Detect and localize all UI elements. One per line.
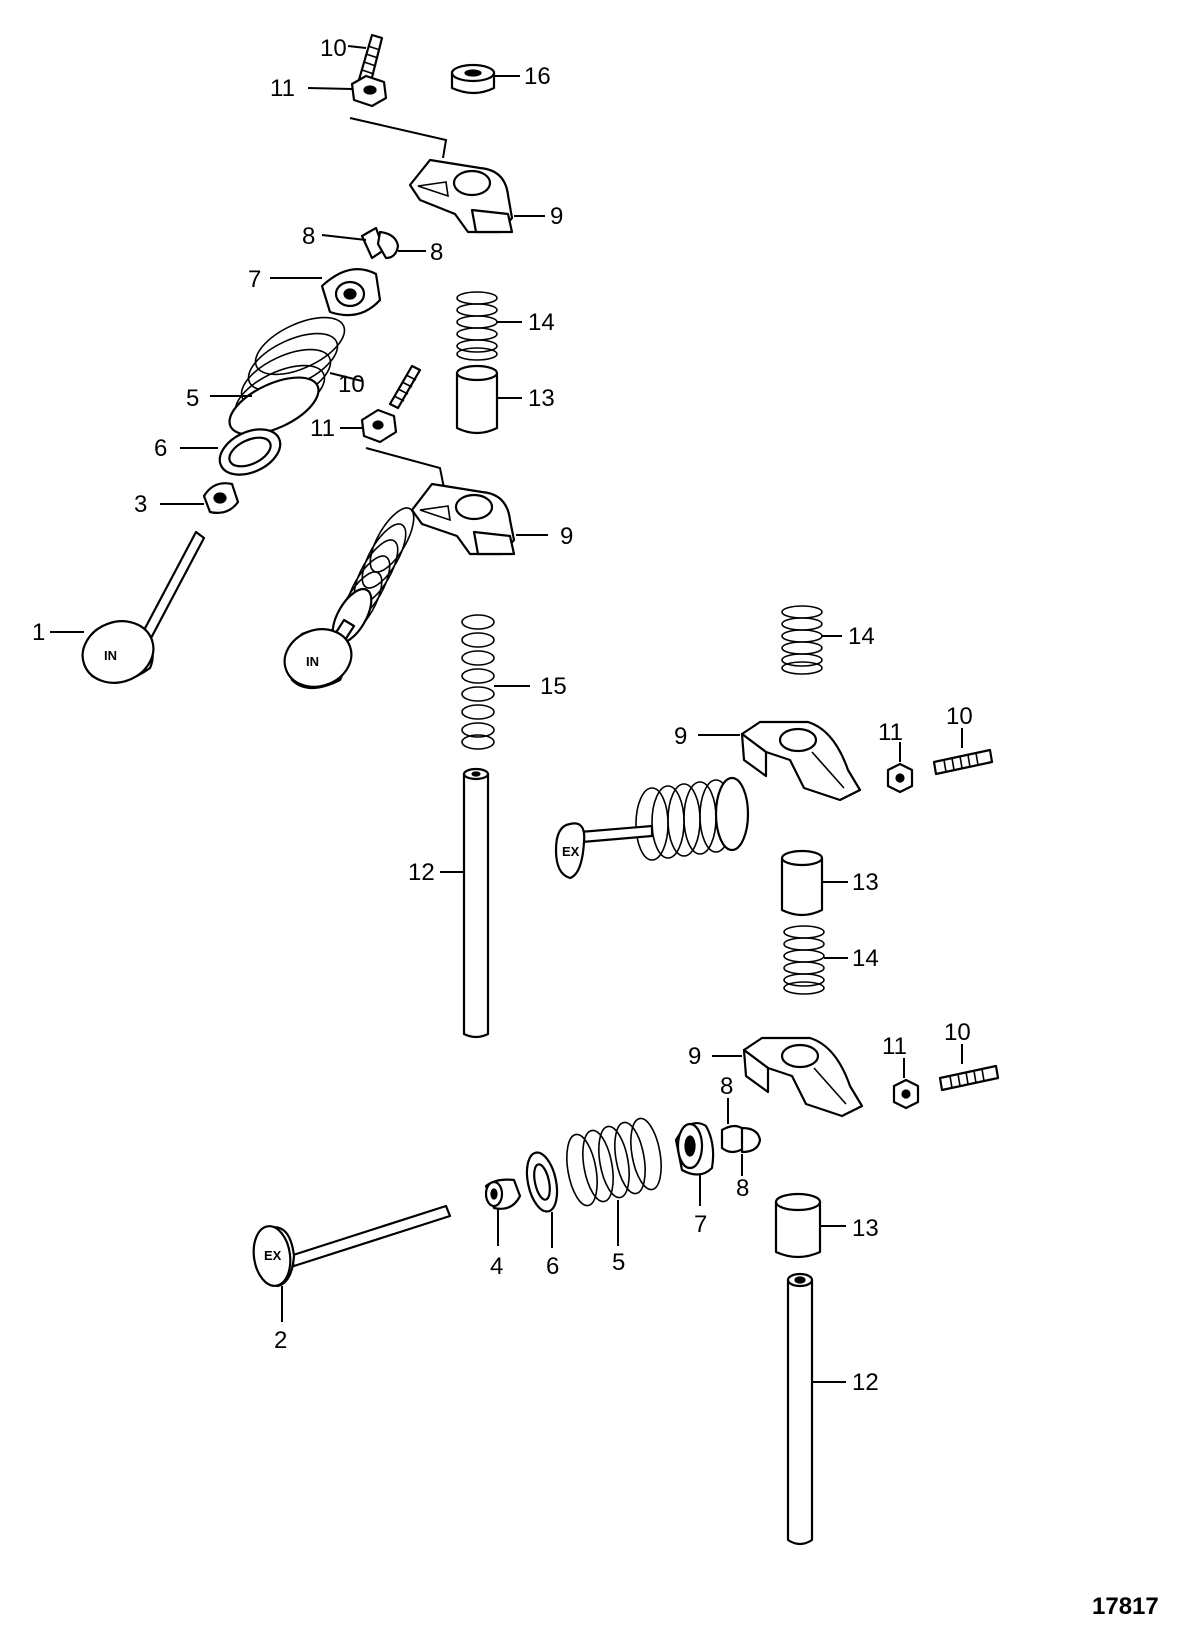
pushrod-upper [440, 767, 490, 1039]
rocker-arm-right-upper [698, 720, 862, 802]
rocker-arm-middle [410, 482, 548, 556]
callout-11: 11 [310, 415, 335, 442]
adjusting-screw-right-lower [938, 1044, 1000, 1092]
callout-8: 8 [430, 239, 443, 266]
callout-4: 4 [490, 1253, 503, 1280]
pushrod-lower [786, 1272, 846, 1546]
exhaust-valve-assembled: EX [554, 776, 750, 880]
callout-9: 9 [550, 203, 563, 230]
callout-10: 10 [338, 371, 365, 398]
lifter-spring-top [456, 291, 522, 361]
callout-8: 8 [302, 223, 315, 250]
assembly-line-top [349, 117, 448, 159]
callout-11: 11 [882, 1033, 907, 1060]
callout-6: 6 [154, 435, 167, 462]
callout-12: 12 [852, 1369, 879, 1396]
valve-stem-seal-intake [160, 482, 240, 514]
valve-spring-intake [210, 316, 346, 436]
callout-10: 10 [944, 1019, 971, 1046]
callout-labels: 10 11 16 9 8 8 7 14 5 10 13 11 6 3 9 1 1… [32, 35, 973, 1396]
callout-14: 14 [528, 309, 555, 336]
guide-sleeve-right [780, 849, 848, 917]
intake-valve-assembled: IN [283, 507, 415, 690]
spring-retainer-bottom [674, 1122, 715, 1206]
callout-7: 7 [248, 266, 261, 293]
lifter-spring-right-lower [783, 925, 848, 995]
rocker-arm-top [408, 158, 545, 234]
exhaust-valve-assembled-mark: EX [562, 844, 580, 859]
adjusting-screw-right-upper [932, 728, 994, 776]
callout-3: 3 [134, 491, 147, 518]
valve-keepers-bottom [720, 1098, 762, 1176]
valve-spring-exhaust [566, 1117, 662, 1246]
intake-valve: IN [50, 530, 206, 684]
spring-seat-washer-intake [180, 428, 282, 476]
callout-8: 8 [720, 1073, 733, 1100]
exhaust-valve: EX [252, 1204, 452, 1322]
adjuster-nut-middle [340, 408, 398, 444]
callout-7: 7 [694, 1211, 707, 1238]
adjuster-nut-top [307, 74, 388, 108]
adjusting-screw-middle [329, 364, 422, 410]
callout-5: 5 [612, 1249, 625, 1276]
intake-valve-assembled-mark: IN [306, 654, 319, 669]
callout-9: 9 [674, 723, 687, 750]
rocker-arm-right-lower [712, 1036, 864, 1118]
callout-9: 9 [560, 523, 573, 550]
spring-seat-washer-exhaust [525, 1151, 559, 1248]
lifter-spring-right-upper [781, 605, 842, 675]
spring-retainer-top [270, 268, 382, 317]
figure-number: 17817 [1092, 1593, 1159, 1620]
guide-sleeve-top [455, 364, 522, 435]
callout-6: 6 [546, 1253, 559, 1280]
assembly-line-middle [365, 447, 445, 489]
pushrod-spring [461, 614, 530, 750]
adjuster-nut-right-lower [892, 1058, 920, 1110]
callout-9: 9 [688, 1043, 701, 1070]
callout-16: 16 [524, 63, 551, 90]
callout-12: 12 [408, 859, 435, 886]
callout-13: 13 [852, 869, 879, 896]
callout-5: 5 [186, 385, 199, 412]
callout-10: 10 [320, 35, 347, 62]
callout-8: 8 [736, 1175, 749, 1202]
callout-1: 1 [32, 619, 45, 646]
callout-2: 2 [274, 1327, 287, 1354]
valve-stem-seal-exhaust [484, 1178, 522, 1246]
callout-10: 10 [946, 703, 973, 730]
callout-11: 11 [270, 75, 295, 102]
valve-keepers-top [321, 226, 426, 260]
washer-16 [450, 63, 520, 95]
exhaust-valve-mark: EX [264, 1248, 282, 1263]
adjuster-nut-right-upper [886, 742, 914, 794]
callout-14: 14 [852, 945, 879, 972]
intake-valve-mark: IN [104, 648, 117, 663]
callout-11: 11 [878, 719, 903, 746]
callout-13: 13 [852, 1215, 879, 1242]
callout-13: 13 [528, 385, 555, 412]
callout-15: 15 [540, 673, 567, 700]
guide-sleeve-bottom [774, 1192, 846, 1259]
callout-14: 14 [848, 623, 875, 650]
